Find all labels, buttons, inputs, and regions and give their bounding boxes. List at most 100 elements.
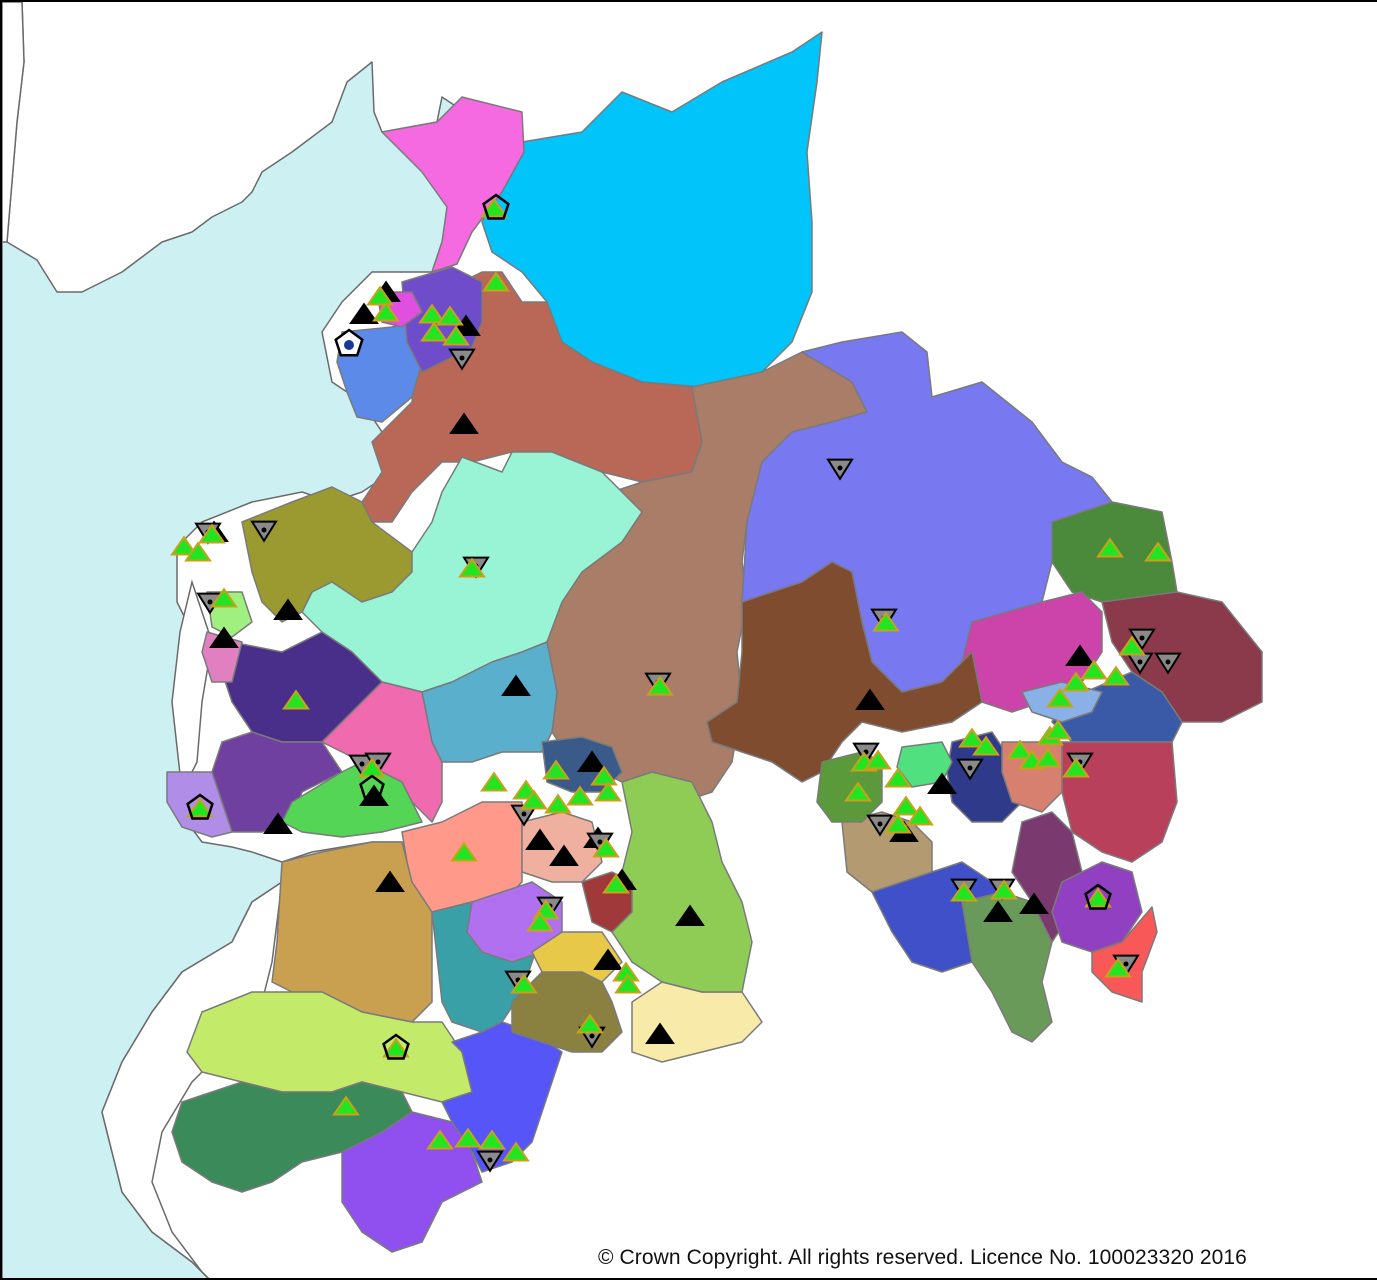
district-sage-east[interactable] [961, 891, 1053, 1043]
pentagon-marker[interactable] [359, 774, 385, 799]
green-triangle-marker[interactable] [332, 1095, 360, 1116]
marker-dot[interactable] [877, 821, 883, 827]
marker-dot[interactable] [261, 527, 267, 533]
green-triangle-marker[interactable] [614, 973, 642, 994]
green-triangle-marker[interactable] [646, 675, 674, 696]
marker-dot[interactable] [487, 1157, 493, 1163]
green-triangle-marker[interactable] [480, 197, 508, 218]
district-maroon-east[interactable] [1101, 591, 1263, 723]
green-triangle-marker[interactable] [382, 1037, 410, 1058]
green-triangle-marker[interactable] [366, 285, 394, 306]
green-triangle-marker[interactable] [1034, 747, 1062, 768]
green-triangle-marker[interactable] [526, 911, 554, 932]
green-triangle-marker[interactable] [972, 735, 1000, 756]
black-triangle-marker[interactable] [1065, 644, 1095, 667]
green-triangle-marker[interactable] [872, 611, 900, 632]
green-triangle-marker[interactable] [990, 879, 1018, 900]
green-triangle-marker[interactable] [594, 781, 622, 802]
district-olive[interactable] [241, 486, 413, 623]
marker-dot[interactable] [589, 1033, 595, 1039]
marker-dot[interactable] [837, 465, 843, 471]
green-triangle-marker[interactable] [454, 1127, 482, 1148]
district-crimson-east[interactable] [1061, 741, 1178, 863]
green-triangle-marker[interactable] [372, 301, 400, 322]
green-triangle-marker[interactable] [884, 813, 912, 834]
green-triangle-marker[interactable] [1080, 659, 1108, 680]
district-dark-brown[interactable] [706, 561, 983, 783]
green-triangle-marker[interactable] [590, 765, 618, 786]
green-triangle-marker[interactable] [1102, 665, 1130, 686]
green-triangle-marker[interactable] [1006, 739, 1034, 760]
marker-dot[interactable] [1123, 961, 1129, 967]
marker-dot[interactable] [207, 599, 213, 605]
green-triangle-marker[interactable] [1118, 635, 1146, 656]
green-triangle-marker[interactable] [958, 727, 986, 748]
marker-dot[interactable] [1139, 635, 1145, 641]
marker-dot[interactable] [1137, 659, 1143, 665]
marker-dot[interactable] [344, 340, 354, 350]
black-triangle-marker[interactable] [449, 412, 479, 435]
green-triangle-marker[interactable] [210, 587, 238, 608]
green-triangle-marker[interactable] [478, 1129, 506, 1150]
black-triangle-marker[interactable] [375, 870, 405, 893]
green-triangle-marker[interactable] [282, 689, 310, 710]
black-triangle-marker[interactable] [451, 314, 481, 337]
green-triangle-marker[interactable] [602, 873, 630, 894]
black-triangle-marker[interactable] [263, 812, 293, 835]
district-north-cyan[interactable] [481, 31, 823, 388]
green-triangle-marker[interactable] [184, 541, 212, 562]
green-triangle-marker[interactable] [906, 805, 934, 826]
black-triangle-marker[interactable] [675, 904, 705, 927]
green-triangle-marker[interactable] [482, 271, 510, 292]
green-triangle-marker[interactable] [864, 749, 892, 770]
green-triangle-marker[interactable] [418, 303, 446, 324]
black-triangle-marker[interactable] [645, 1022, 675, 1045]
black-triangle-marker[interactable] [209, 626, 239, 649]
marker-dot[interactable] [1165, 659, 1171, 665]
green-triangle-marker[interactable] [198, 523, 226, 544]
green-triangle-marker[interactable] [450, 841, 478, 862]
green-triangle-marker[interactable] [1062, 757, 1090, 778]
green-triangle-marker[interactable] [420, 321, 448, 342]
green-triangle-marker[interactable] [950, 881, 978, 902]
black-triangle-marker[interactable] [855, 688, 885, 711]
green-triangle-marker[interactable] [442, 325, 470, 346]
black-triangle-marker[interactable] [273, 598, 303, 621]
green-triangle-marker[interactable] [1144, 541, 1172, 562]
pentagon-marker[interactable] [382, 1033, 410, 1060]
marker-dot[interactable] [359, 761, 365, 767]
district-tan-mid[interactable] [521, 811, 603, 883]
green-triangle-marker[interactable] [1084, 887, 1112, 908]
black-triangle-marker[interactable] [549, 844, 579, 867]
green-triangle-marker[interactable] [520, 789, 548, 810]
black-triangle-marker[interactable] [525, 828, 555, 851]
pentagon-marker[interactable] [1084, 883, 1112, 910]
marker-dot[interactable] [597, 839, 603, 845]
green-triangle-marker[interactable] [510, 973, 538, 994]
green-triangle-marker[interactable] [1044, 719, 1072, 740]
black-triangle-marker[interactable] [593, 948, 623, 971]
green-triangle-marker[interactable] [566, 785, 594, 806]
green-triangle-marker[interactable] [436, 305, 464, 326]
black-triangle-marker[interactable] [983, 900, 1013, 923]
green-triangle-marker[interactable] [1062, 671, 1090, 692]
green-triangle-marker[interactable] [170, 535, 198, 556]
pentagon-marker[interactable] [482, 193, 510, 220]
black-triangle-marker[interactable] [501, 674, 531, 697]
black-triangle-marker[interactable] [927, 772, 957, 795]
marker-dot[interactable] [521, 811, 527, 817]
green-triangle-marker[interactable] [1104, 957, 1132, 978]
green-triangle-marker[interactable] [1046, 687, 1074, 708]
green-triangle-marker[interactable] [544, 793, 572, 814]
district-pink-north[interactable] [381, 96, 525, 273]
green-triangle-marker[interactable] [502, 1141, 530, 1162]
green-triangle-marker[interactable] [458, 557, 486, 578]
green-triangle-marker[interactable] [576, 1013, 604, 1034]
district-coral-east[interactable] [1091, 906, 1158, 1003]
district-peach[interactable] [631, 981, 763, 1063]
black-triangle-marker[interactable] [577, 750, 607, 773]
green-triangle-marker[interactable] [592, 837, 620, 858]
black-triangle-marker[interactable] [349, 302, 379, 325]
green-triangle-marker[interactable] [542, 759, 570, 780]
